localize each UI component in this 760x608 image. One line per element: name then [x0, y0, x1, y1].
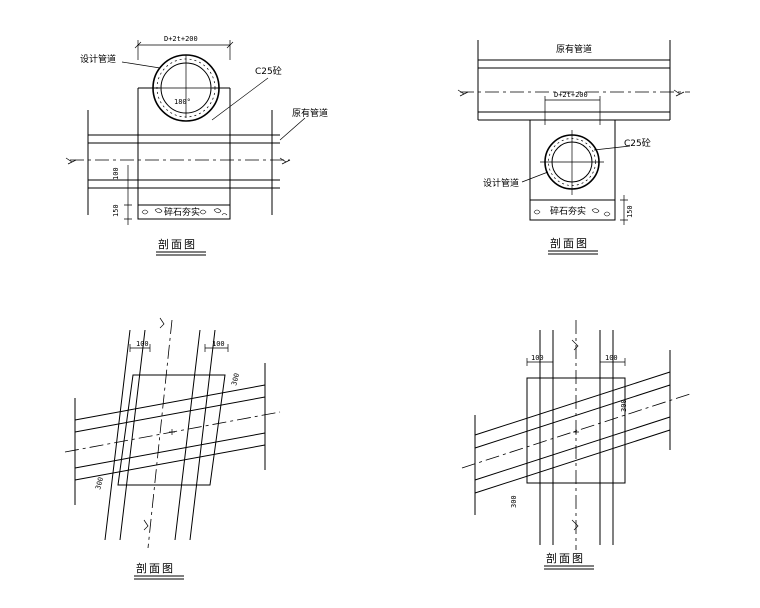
offset-dimension-right: 100 — [605, 354, 618, 362]
section-view-top-right: 原有管道 D+2t+200 碎石夯实 150 C25砼 设计管道 剖面图 — [457, 40, 690, 255]
existing-pipe-break-ends — [477, 40, 671, 120]
existing-pipe-break-ends — [87, 110, 273, 215]
existing-pipe-walls — [474, 371, 671, 494]
depth-dimension-line — [620, 195, 628, 225]
depth-dimension-1: 100 — [112, 167, 120, 180]
design-pipe-label: 设计管道 — [483, 177, 519, 189]
center-mark — [169, 429, 175, 435]
depth-dimension-2: 150 — [112, 204, 120, 217]
existing-pipe-leader — [279, 117, 306, 141]
width-dimension-line — [544, 96, 601, 125]
concrete-block-outline — [529, 120, 616, 210]
concrete-encasement-outline — [117, 374, 226, 486]
gravel-bed — [137, 204, 231, 220]
section-title: 剖面图 — [546, 551, 585, 565]
gravel-label: 碎石夯实 — [164, 206, 200, 218]
break-symbols — [143, 317, 165, 531]
depth-dimension-text: 150 — [626, 205, 634, 218]
design-pipe-label: 设计管道 — [80, 53, 116, 65]
break-symbol-left — [457, 89, 469, 97]
offset-dimension-lines — [526, 358, 626, 366]
center-mark — [573, 429, 579, 435]
design-pipe-walls — [104, 329, 216, 541]
side-dimension-2: 300 — [94, 476, 105, 490]
break-symbol-right — [279, 157, 291, 165]
offset-dimension-right: 100 — [212, 340, 225, 348]
design-pipe-centerlines — [153, 55, 219, 118]
existing-pipe-label: 原有管道 — [556, 43, 592, 55]
concrete-label: C25砼 — [624, 137, 651, 149]
break-symbol-right — [673, 89, 685, 97]
offset-dimension-lines — [129, 344, 229, 352]
design-pipe-walls — [539, 330, 614, 545]
gravel-pattern — [533, 208, 611, 217]
concrete-encasement-outline — [526, 377, 626, 484]
side-dimension-1: 300 — [230, 372, 241, 386]
depth-dimension-line — [124, 165, 132, 225]
width-dimension-text: D+2t+200 — [164, 35, 198, 43]
offset-dimension-left: 100 — [531, 354, 544, 362]
existing-pipe-walls — [74, 384, 266, 481]
design-pipe-leader — [521, 171, 549, 183]
section-view-top-left: D+2t+200 180° 碎石夯实 100 150 设计管道 C25砼 原有管… — [65, 35, 328, 256]
width-dimension-line — [134, 40, 234, 60]
design-pipe-leader — [121, 61, 161, 69]
gravel-pattern — [141, 208, 228, 216]
side-dimension-2: 300 — [510, 495, 518, 508]
design-pipe-centerlines — [540, 130, 604, 195]
section-title: 剖面图 — [158, 237, 197, 251]
width-dimension-text: D+2t+200 — [554, 91, 588, 99]
concrete-block-outline — [137, 87, 231, 205]
break-symbol-left — [65, 157, 77, 165]
existing-pipe-label: 原有管道 — [292, 107, 328, 119]
offset-dimension-left: 100 — [136, 340, 149, 348]
gravel-label: 碎石夯实 — [550, 205, 586, 217]
concrete-leader — [593, 145, 631, 151]
title-underline — [544, 565, 594, 570]
plan-view-bottom-right: 100 100 300 300 剖面图 — [461, 320, 691, 570]
existing-pipe-walls — [478, 59, 670, 121]
title-underline — [134, 575, 184, 580]
side-dimension-1: 300 — [620, 399, 628, 412]
plan-view-bottom-left: 100 100 300 300 剖面图 — [64, 317, 281, 580]
existing-pipe-break-ends — [74, 363, 266, 505]
design-pipe-centerline — [147, 319, 173, 549]
concrete-leader — [211, 77, 269, 121]
title-underline — [548, 250, 598, 255]
section-title: 剖面图 — [550, 236, 589, 250]
break-symbols — [571, 339, 579, 531]
existing-pipe-break-ends — [474, 350, 671, 515]
concrete-label: C25砼 — [255, 65, 282, 77]
title-underline — [156, 251, 206, 256]
gravel-bed — [529, 199, 616, 221]
angle-dimension-text: 180° — [174, 98, 191, 106]
section-title: 剖面图 — [136, 561, 175, 575]
existing-pipe-walls — [88, 134, 280, 189]
